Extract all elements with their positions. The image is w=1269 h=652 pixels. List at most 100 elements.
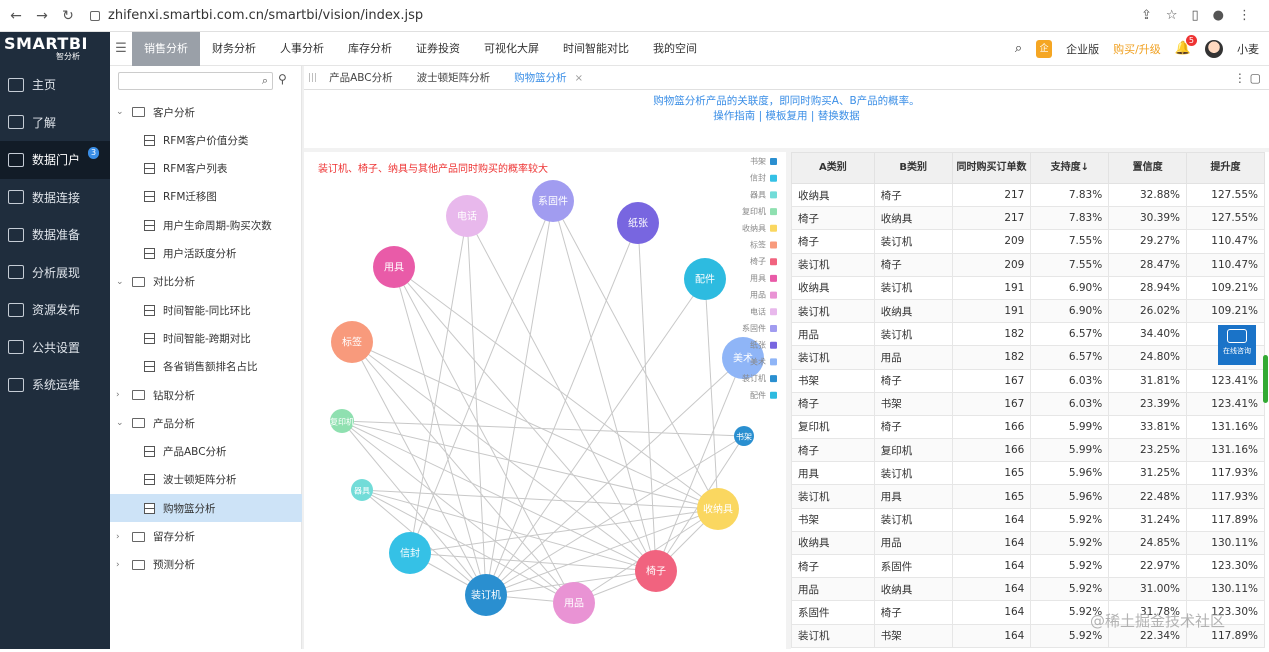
sidebar-item[interactable]: 公共设置 (0, 329, 110, 367)
top-tab[interactable]: 库存分析 (348, 41, 392, 55)
address-bar[interactable]: zhifenxi.smartbi.com.cn/smartbi/vision/i… (90, 8, 423, 23)
sidebar-item[interactable]: 数据准备 (0, 216, 110, 254)
legend-swatch[interactable] (770, 358, 777, 366)
legend-swatch[interactable] (770, 375, 777, 383)
tree-report[interactable]: 时间智能-同比环比 (110, 296, 302, 324)
tree-folder[interactable]: ⌄产品分析 (110, 409, 302, 437)
top-tab[interactable]: 证券投资 (416, 41, 460, 55)
share-icon[interactable]: ⇪ (1140, 8, 1152, 23)
bell-icon[interactable]: 🔔5 (1175, 35, 1197, 56)
close-icon[interactable]: × (574, 73, 584, 84)
sidebar-item[interactable]: 主页 (0, 66, 110, 104)
legend-swatch[interactable] (770, 341, 777, 349)
sidebar-item[interactable]: 数据连接 (0, 179, 110, 217)
work-tab[interactable]: 购物篮分析× (502, 70, 595, 85)
network-node[interactable] (465, 574, 507, 616)
tree-report[interactable]: RFM迁移图 (110, 183, 302, 211)
legend-swatch[interactable] (770, 174, 777, 182)
star-icon[interactable]: ☆ (1165, 8, 1178, 23)
avatar[interactable] (1205, 39, 1223, 58)
legend-swatch[interactable] (770, 391, 777, 399)
tree-report[interactable]: 用户活跃度分析 (110, 240, 302, 268)
tree-folder[interactable]: ›留存分析 (110, 523, 302, 551)
sidebar-item[interactable]: 系统运维 (0, 366, 110, 404)
tree-report[interactable]: 波士顿矩阵分析 (110, 466, 302, 494)
legend-swatch[interactable] (770, 325, 777, 332)
legend-swatch[interactable] (770, 308, 777, 316)
online-consult-button[interactable]: 在线咨询 (1218, 325, 1256, 365)
tree-search-input[interactable]: ⌕ (118, 72, 273, 90)
tree-report[interactable]: 时间智能-跨期对比 (110, 324, 302, 352)
chevron-right-icon[interactable]: › (116, 559, 120, 570)
network-node[interactable] (331, 321, 373, 363)
chevron-right-icon[interactable]: › (116, 390, 120, 400)
network-node[interactable] (373, 246, 415, 288)
network-node[interactable] (734, 426, 754, 446)
tree-report[interactable]: RFM客户列表 (110, 155, 302, 183)
column-header[interactable]: 支持度↓ (1030, 152, 1110, 184)
browser-menu-icon[interactable]: ⋮ (1238, 8, 1251, 23)
buy-upgrade-link[interactable]: 购买/升级 (1113, 42, 1161, 56)
back-icon[interactable]: ← (10, 7, 22, 24)
splitter[interactable] (302, 66, 304, 649)
sidebar-item[interactable]: 分析展现 (0, 254, 110, 292)
column-header[interactable]: 置信度 (1108, 152, 1188, 184)
tree-report[interactable]: 产品ABC分析 (110, 438, 302, 466)
tree-report[interactable]: 购物篮分析 (110, 494, 302, 523)
description-links[interactable]: 操作指南 | 模板复用 | 替换数据 (713, 110, 860, 122)
top-tab[interactable]: 人事分析 (280, 41, 324, 55)
network-node[interactable] (532, 180, 574, 222)
column-header[interactable]: A类别 (791, 152, 875, 184)
network-node[interactable] (697, 488, 739, 530)
username[interactable]: 小麦 (1237, 42, 1259, 56)
tree-folder[interactable]: ›预测分析 (110, 551, 302, 579)
forward-icon[interactable]: → (36, 7, 48, 24)
legend-swatch[interactable] (770, 241, 777, 249)
collapse-menu-icon[interactable]: ☰ (115, 41, 127, 56)
filter-icon[interactable]: ⚲ (278, 72, 287, 86)
tree-report[interactable]: 用户生命周期-购买次数 (110, 211, 302, 239)
top-tab[interactable]: 销售分析 (132, 31, 200, 66)
legend-swatch[interactable] (770, 291, 777, 299)
tree-folder[interactable]: ⌄对比分析 (110, 268, 302, 296)
chevron-down-icon[interactable]: ⌄ (116, 107, 124, 117)
legend-swatch[interactable] (770, 158, 777, 165)
tree-report[interactable]: 各省销售额排名占比 (110, 353, 302, 381)
search-icon[interactable]: ⌕ (1014, 41, 1023, 56)
sidebar-item[interactable]: 资源发布 (0, 291, 110, 329)
tree-folder[interactable]: ⌄客户分析 (110, 98, 302, 126)
network-node[interactable] (553, 582, 595, 624)
profile-icon[interactable]: ● (1212, 8, 1224, 23)
column-header[interactable]: B类别 (873, 152, 953, 184)
top-tab[interactable]: 我的空间 (653, 41, 697, 55)
top-tab[interactable]: 财务分析 (212, 41, 256, 55)
network-node[interactable] (684, 258, 726, 300)
legend-swatch[interactable] (770, 224, 777, 232)
work-tab[interactable]: 波士顿矩阵分析 (405, 70, 503, 85)
legend-swatch[interactable] (770, 274, 777, 282)
more-icon[interactable]: ⋮ ▢ (1233, 70, 1261, 85)
reload-icon[interactable]: ↻ (62, 7, 74, 24)
search-icon[interactable]: ⌕ (261, 74, 268, 87)
legend-swatch[interactable] (770, 208, 777, 216)
top-tab[interactable]: 时间智能对比 (563, 41, 629, 55)
sidepanel-icon[interactable]: ▯ (1191, 8, 1199, 23)
column-header[interactable]: 提升度 (1186, 152, 1265, 184)
work-tab[interactable]: 产品ABC分析 (317, 70, 405, 85)
legend-swatch[interactable] (770, 191, 777, 199)
chevron-down-icon[interactable]: ⌄ (116, 418, 124, 429)
network-node[interactable] (389, 532, 431, 574)
network-node[interactable] (617, 202, 659, 244)
network-chart[interactable]: 装订机、椅子、纳具与其他产品同时购买的概率较大 电话系固件纸张配件美术书架收纳具… (304, 152, 786, 649)
scrollbar[interactable] (1263, 355, 1268, 403)
top-tab[interactable]: 可视化大屏 (484, 41, 539, 55)
network-node[interactable] (446, 195, 488, 237)
tree-report[interactable]: RFM客户价值分类 (110, 126, 302, 154)
column-header[interactable]: 同时购买订单数 (951, 152, 1032, 184)
logo[interactable]: SMARTBI 智分析 (0, 31, 110, 66)
legend-swatch[interactable] (770, 258, 777, 266)
network-node[interactable] (722, 337, 764, 379)
network-node[interactable] (635, 550, 677, 592)
network-node[interactable] (351, 479, 373, 501)
